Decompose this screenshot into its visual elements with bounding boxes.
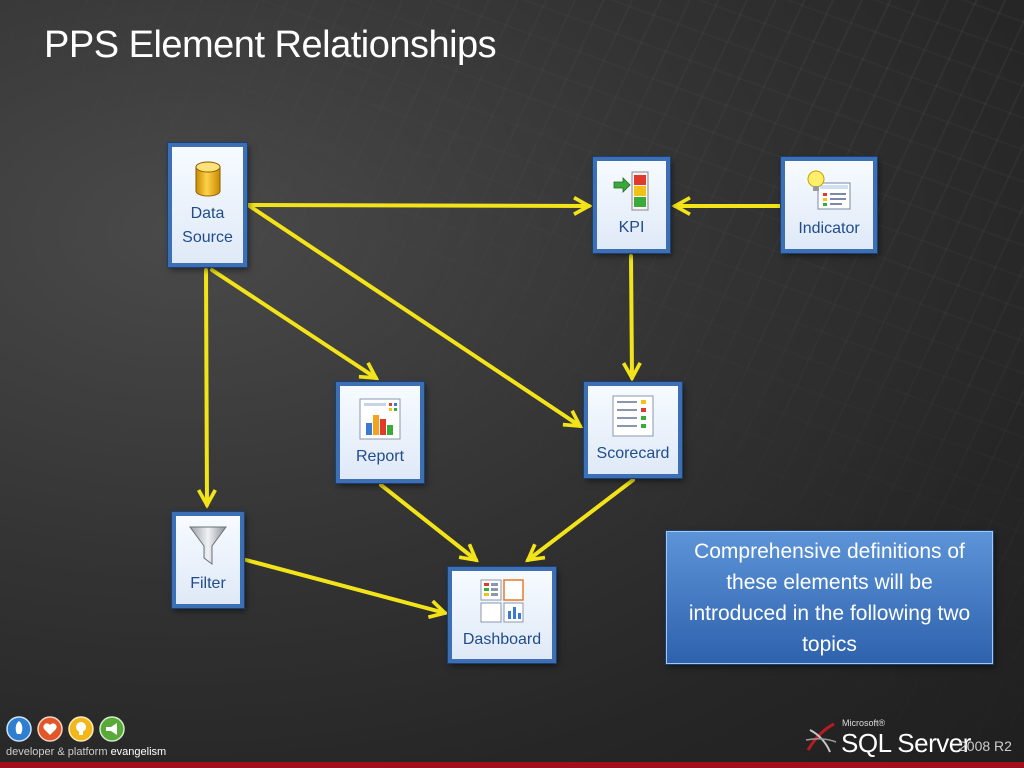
- callout-note: Comprehensive definitions of these eleme…: [666, 531, 993, 664]
- footer-dpe-logo: developer & platform evangelism: [6, 716, 166, 758]
- footer-brand-microsoft: Microsoft®: [842, 718, 886, 728]
- dashboard-panels-icon: [480, 579, 524, 623]
- funnel-filter-icon: [189, 526, 227, 565]
- scorecard-list-icon: [612, 395, 654, 437]
- database-cylinder-icon: [195, 161, 220, 197]
- node-dashboard[interactable]: Dashboard: [448, 567, 556, 663]
- callout-note-text: Comprehensive definitions of these eleme…: [688, 539, 971, 656]
- node-label-indicator: Indicator: [798, 220, 860, 237]
- edge-datasource-report: [210, 268, 376, 378]
- node-label-dashboard: Dashboard: [462, 631, 542, 648]
- megaphone-badge-icon: [99, 716, 125, 742]
- node-label-report: Report: [355, 447, 405, 465]
- edge-datasource-filter: [206, 268, 207, 505]
- edge-datasource-kpi: [246, 205, 589, 206]
- footer-brand-version: 2008 R2: [959, 738, 1012, 754]
- slide-title: PPS Element Relationships: [44, 24, 497, 66]
- footer-sql-server-logo: Microsoft® SQL Server 2008 R2: [804, 716, 1018, 758]
- node-report[interactable]: Report: [336, 382, 424, 483]
- sql-server-logo-icon: [805, 722, 837, 753]
- lightbulb-badge-icon: [68, 716, 94, 742]
- node-label-scorecard: Scorecard: [596, 445, 670, 462]
- node-label-filter: Filter: [190, 575, 226, 592]
- edge-kpi-scorecard: [631, 254, 632, 378]
- heart-badge-icon: [37, 716, 63, 742]
- node-indicator[interactable]: Indicator: [781, 157, 877, 253]
- footer-red-bar: [0, 762, 1024, 768]
- node-kpi[interactable]: KPI: [593, 157, 670, 253]
- lightbulb-indicator-icon: [807, 170, 851, 210]
- node-filter[interactable]: Filter: [172, 512, 244, 608]
- edge-filter-dashboard: [244, 558, 445, 613]
- node-label-data-source: Data Source: [182, 205, 233, 246]
- rocket-badge-icon: [6, 716, 32, 742]
- node-label-kpi: KPI: [618, 219, 645, 236]
- footer-dpe-text: developer & platform evangelism: [6, 746, 166, 758]
- node-data-source[interactable]: Data Source: [168, 143, 247, 267]
- kpi-traffic-light-icon: [613, 171, 648, 211]
- node-scorecard[interactable]: Scorecard: [584, 382, 682, 478]
- edge-scorecard-dashboard: [528, 478, 635, 560]
- edge-report-dashboard: [379, 483, 476, 560]
- footer-dpe-text-a: developer & platform: [6, 746, 108, 758]
- bar-chart-report-icon: [359, 398, 401, 439]
- edge-datasource-scorecard: [246, 203, 580, 426]
- footer-brand-name: SQL Server: [841, 728, 971, 758]
- footer-dpe-text-b: evangelism: [110, 746, 167, 758]
